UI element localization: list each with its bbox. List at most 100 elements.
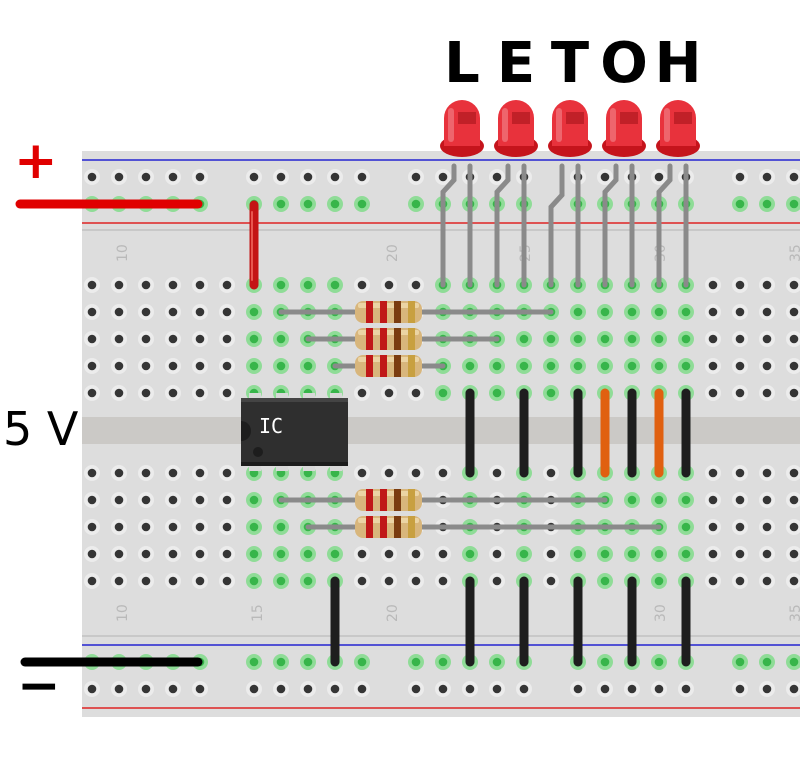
breadboard-hole [759, 465, 775, 481]
led-leg [602, 163, 619, 288]
breadboard-hole [705, 546, 721, 562]
breadboard-hole [786, 196, 800, 212]
breadboard-hole [732, 385, 748, 401]
breadboard-hole [732, 573, 748, 589]
breadboard-hole [246, 681, 262, 697]
breadboard-hole [759, 358, 775, 374]
breadboard-hole [354, 681, 370, 697]
breadboard-hole [705, 573, 721, 589]
breadboard-hole [327, 546, 343, 562]
column-number-top: 35 [788, 244, 800, 262]
breadboard-hole [489, 573, 505, 589]
breadboard-hole [732, 331, 748, 347]
breadboard-hole [597, 358, 613, 374]
resistor-icon [355, 301, 422, 323]
breadboard-hole [327, 277, 343, 293]
breadboard-hole [732, 681, 748, 697]
breadboard-hole [408, 277, 424, 293]
breadboard-hole [192, 681, 208, 697]
breadboard-hole [273, 573, 289, 589]
breadboard-hole [408, 465, 424, 481]
breadboard-hole [165, 546, 181, 562]
breadboard-hole [651, 573, 667, 589]
breadboard-hole [786, 385, 800, 401]
led-leg [548, 163, 565, 288]
breadboard-hole [651, 358, 667, 374]
breadboard-hole [705, 358, 721, 374]
breadboard-hole [165, 169, 181, 185]
breadboard-hole [138, 681, 154, 697]
breadboard-hole [219, 546, 235, 562]
positive-sign: + [14, 131, 58, 191]
breadboard-hole [165, 465, 181, 481]
breadboard-hole [84, 169, 100, 185]
breadboard-hole [219, 277, 235, 293]
breadboard-hole [354, 277, 370, 293]
breadboard-hole [219, 331, 235, 347]
breadboard-hole [246, 654, 262, 670]
breadboard-hole [111, 304, 127, 320]
breadboard-hole [165, 573, 181, 589]
resistor-icon [355, 489, 422, 511]
breadboard-hole [732, 654, 748, 670]
breadboard-hole [84, 519, 100, 535]
breadboard-hole [651, 492, 667, 508]
breadboard-hole [138, 465, 154, 481]
breadboard-hole [732, 519, 748, 535]
breadboard-hole [543, 331, 559, 347]
breadboard-hole [84, 331, 100, 347]
breadboard-hole [786, 681, 800, 697]
breadboard-center-channel [82, 417, 800, 444]
breadboard-hole [219, 492, 235, 508]
breadboard-hole [165, 385, 181, 401]
breadboard-hole [786, 277, 800, 293]
breadboard-hole [354, 546, 370, 562]
breadboard-hole [84, 573, 100, 589]
breadboard-hole [408, 681, 424, 697]
breadboard-hole [435, 573, 451, 589]
breadboard-hole [516, 358, 532, 374]
breadboard-hole [570, 681, 586, 697]
breadboard-hole [192, 304, 208, 320]
breadboard-hole [408, 654, 424, 670]
breadboard-hole [84, 492, 100, 508]
breadboard-hole [435, 681, 451, 697]
breadboard-hole [786, 573, 800, 589]
breadboard-hole [219, 385, 235, 401]
breadboard-hole [165, 492, 181, 508]
breadboard-hole [759, 519, 775, 535]
breadboard-hole [786, 492, 800, 508]
breadboard-hole [165, 358, 181, 374]
breadboard-hole [84, 304, 100, 320]
breadboard-hole [300, 169, 316, 185]
breadboard-hole [408, 169, 424, 185]
breadboard-hole [489, 681, 505, 697]
breadboard-hole [489, 465, 505, 481]
breadboard-hole [759, 573, 775, 589]
breadboard-hole [732, 277, 748, 293]
column-number-bottom: 35 [788, 604, 800, 622]
breadboard-hole [246, 331, 262, 347]
breadboard-hole [732, 169, 748, 185]
breadboard-hole [84, 358, 100, 374]
breadboard-hole [705, 331, 721, 347]
ic-label: IC [259, 414, 283, 438]
breadboard-hole [651, 681, 667, 697]
breadboard-hole [354, 169, 370, 185]
breadboard-hole [786, 465, 800, 481]
jumper-wires [15, 199, 691, 667]
breadboard-hole [111, 519, 127, 535]
breadboard-hole [300, 546, 316, 562]
resistor-icon [355, 328, 422, 350]
ic-chip-icon: IC [241, 393, 348, 471]
breadboard-hole [300, 573, 316, 589]
breadboard-hole [408, 546, 424, 562]
breadboard-hole [273, 358, 289, 374]
breadboard-hole [705, 304, 721, 320]
breadboard-hole [678, 331, 694, 347]
breadboard-hole [300, 681, 316, 697]
led-icon [656, 100, 700, 157]
breadboard-hole [111, 546, 127, 562]
breadboard-hole [435, 546, 451, 562]
breadboard-hole [246, 546, 262, 562]
